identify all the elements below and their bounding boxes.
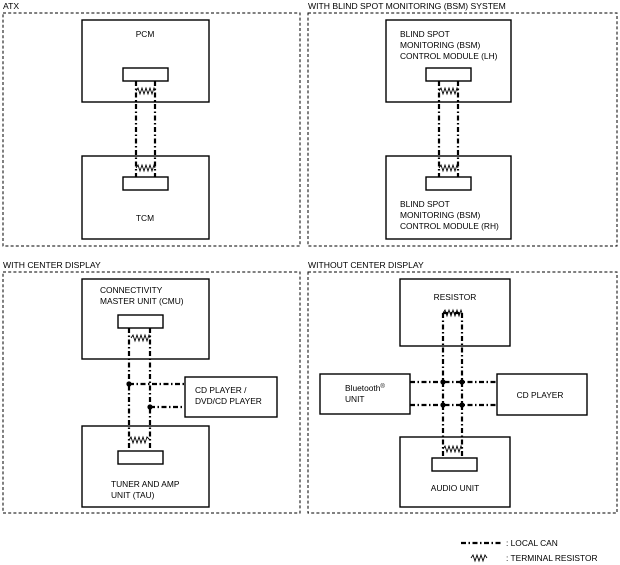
center-junction-upper bbox=[126, 381, 132, 387]
bsm-lh-label-3: CONTROL MODULE (LH) bbox=[400, 51, 498, 61]
center-section-title: WITH CENTER DISPLAY bbox=[3, 260, 101, 270]
bsm-lh-label-2: MONITORING (BSM) bbox=[400, 40, 481, 50]
tau-label-2: UNIT (TAU) bbox=[111, 490, 155, 500]
bsm-frame bbox=[307, 12, 618, 247]
nocenter-junction-2 bbox=[459, 379, 465, 385]
bsm-rh-connector bbox=[425, 176, 472, 191]
nocenter-junction-4 bbox=[459, 402, 465, 408]
audio-unit-connector bbox=[431, 457, 478, 472]
bsm-rh-label-1: BLIND SPOT bbox=[400, 199, 450, 209]
nocenter-section-title: WITHOUT CENTER DISPLAY bbox=[308, 260, 424, 270]
bsm-rh-label-3: CONTROL MODULE (RH) bbox=[400, 221, 499, 231]
resistor-terminal-resistor bbox=[442, 308, 463, 318]
bsm-lh-connector bbox=[425, 67, 472, 82]
bsm-section-title: WITH BLIND SPOT MONITORING (BSM) SYSTEM bbox=[308, 1, 506, 11]
center-junction-lower bbox=[147, 404, 153, 410]
tcm-terminal-resistor bbox=[135, 163, 156, 173]
bsm-lh-label-1: BLIND SPOT bbox=[400, 29, 450, 39]
cmu-label-1: CONNECTIVITY bbox=[100, 285, 163, 295]
audio-terminal-resistor bbox=[442, 444, 463, 454]
bluetooth-unit-box bbox=[319, 373, 411, 415]
tcm-connector bbox=[122, 176, 169, 191]
tcm-label: TCM bbox=[136, 213, 154, 223]
tau-terminal-resistor bbox=[128, 435, 151, 445]
bsm-rh-terminal-resistor bbox=[438, 163, 459, 173]
pcm-label: PCM bbox=[136, 29, 155, 39]
nocenter-junction-3 bbox=[440, 402, 446, 408]
resistor-label: RESISTOR bbox=[434, 292, 477, 302]
legend-resistor-label: : TERMINAL RESISTOR bbox=[506, 553, 598, 563]
tau-box bbox=[81, 425, 210, 508]
cmu-label-2: MASTER UNIT (CMU) bbox=[100, 296, 184, 306]
tau-connector bbox=[117, 450, 164, 465]
cmu-terminal-resistor bbox=[130, 333, 151, 343]
legend-resistor-symbol bbox=[470, 553, 488, 563]
pcm-connector bbox=[122, 67, 169, 82]
cmu-connector bbox=[117, 314, 164, 329]
bluetooth-label-text: Bluetooth bbox=[345, 383, 381, 393]
bsm-rh-label-2: MONITORING (BSM) bbox=[400, 210, 481, 220]
audio-unit-label: AUDIO UNIT bbox=[431, 483, 479, 493]
tcm-box bbox=[81, 155, 210, 240]
tau-label-1: TUNER AND AMP bbox=[111, 479, 180, 489]
center-frame bbox=[2, 271, 301, 514]
center-cd-label-2: DVD/CD PLAYER bbox=[195, 396, 262, 406]
atx-frame bbox=[2, 12, 301, 247]
atx-section-title: ATX bbox=[3, 1, 19, 11]
center-cd-label-1: CD PLAYER / bbox=[195, 385, 247, 395]
nocenter-junction-1 bbox=[440, 379, 446, 385]
bluetooth-registered-mark: ® bbox=[380, 383, 385, 390]
bluetooth-label: Bluetooth® bbox=[345, 383, 385, 393]
bsm-lh-terminal-resistor bbox=[438, 86, 459, 96]
legend-can-label: : LOCAL CAN bbox=[506, 538, 558, 548]
audio-unit-box bbox=[399, 436, 511, 508]
nocenter-cd-player-box bbox=[496, 373, 588, 416]
nocenter-cd-label: CD PLAYER bbox=[517, 390, 564, 400]
bsm-rh-box bbox=[385, 155, 512, 240]
nocenter-frame bbox=[307, 271, 618, 514]
center-cd-player-box bbox=[184, 376, 278, 418]
pcm-terminal-resistor bbox=[135, 86, 156, 96]
bluetooth-unit-label: UNIT bbox=[345, 394, 365, 404]
